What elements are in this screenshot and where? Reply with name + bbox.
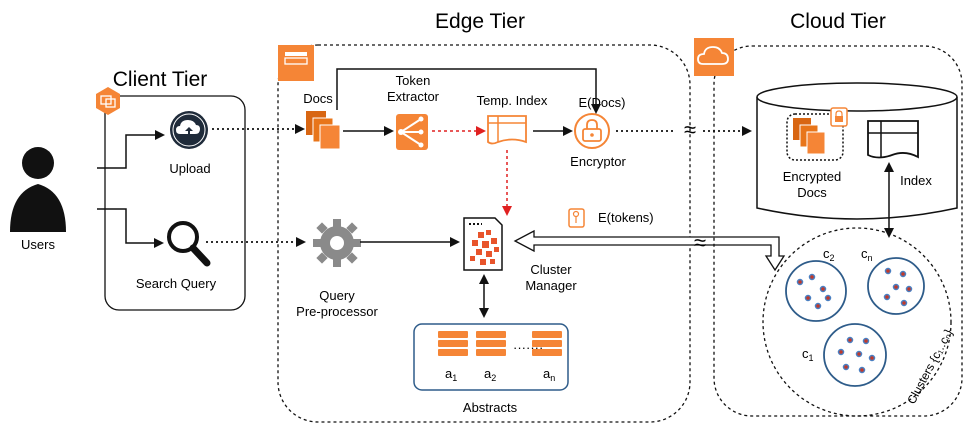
edge-server-icon bbox=[278, 45, 314, 81]
token-extractor-label-1: Token bbox=[396, 73, 431, 88]
clusters-label: Clusters {c₁..cₙ} bbox=[904, 327, 955, 407]
upload-label: Upload bbox=[169, 161, 210, 176]
clusters-circle bbox=[762, 227, 952, 417]
abstract-an-label: an bbox=[543, 366, 555, 383]
encryptor-label: Encryptor bbox=[570, 154, 626, 169]
arrow-users-search bbox=[97, 208, 164, 248]
arrow-docs-encryptor bbox=[336, 68, 601, 114]
docs-icon bbox=[306, 111, 341, 150]
approx-top: ≈ bbox=[684, 117, 696, 142]
encrypted-docs-label-1: Encrypted bbox=[783, 169, 842, 184]
key-icon bbox=[568, 208, 585, 228]
abstract-a1-icon bbox=[438, 331, 468, 356]
lock-icon bbox=[830, 107, 848, 127]
approx-bottom: ≈ bbox=[694, 230, 706, 255]
cluster-c2 bbox=[785, 260, 847, 322]
e-tokens-label: E(tokens) bbox=[598, 210, 654, 225]
encrypted-docs-icon bbox=[793, 118, 826, 155]
token-extractor-icon bbox=[396, 114, 428, 150]
abstract-dots: ······· bbox=[513, 340, 543, 355]
cluster-manager-label-1: Cluster bbox=[530, 262, 572, 277]
encryptor-lock-icon bbox=[574, 113, 610, 149]
users-icon bbox=[10, 147, 66, 232]
query-preprocessor-label-1: Query bbox=[319, 288, 355, 303]
cluster-c2-label: c2 bbox=[823, 246, 835, 263]
query-preprocessor-label-2: Pre-processor bbox=[296, 304, 378, 319]
token-extractor-label-2: Extractor bbox=[387, 89, 440, 104]
search-icon bbox=[167, 221, 211, 267]
abstract-an-icon bbox=[532, 331, 562, 356]
cluster-cn bbox=[867, 257, 925, 315]
encrypted-docs-label-2: Docs bbox=[797, 185, 827, 200]
e-docs-label: E(Docs) bbox=[579, 95, 626, 110]
cloud-tier-box bbox=[713, 45, 963, 417]
index-table-icon bbox=[867, 120, 919, 159]
arrow-users-upload bbox=[97, 130, 165, 169]
cluster-c1-label: c1 bbox=[802, 346, 814, 363]
arrow-cloud-cluster-manager bbox=[513, 229, 786, 272]
edge-tier-box bbox=[277, 44, 691, 423]
abstract-a2-icon bbox=[476, 331, 506, 356]
edge-tier: Edge Tier Docs Token Extractor Temp. Ind… bbox=[206, 10, 691, 423]
client-tier: Client Tier Upload Search Query bbox=[96, 68, 246, 311]
temp-index-label: Temp. Index bbox=[477, 93, 548, 108]
abstract-a1-label: a1 bbox=[445, 366, 457, 383]
temp-index-icon bbox=[487, 115, 527, 145]
index-label: Index bbox=[900, 173, 932, 188]
search-query-label: Search Query bbox=[136, 276, 217, 291]
abstracts-label: Abstracts bbox=[463, 400, 518, 415]
cloud-icon bbox=[694, 38, 734, 76]
edge-tier-title: Edge Tier bbox=[435, 10, 525, 33]
abstract-a2-label: a2 bbox=[484, 366, 496, 383]
cluster-manager-icon bbox=[463, 217, 503, 271]
docs-label: Docs bbox=[303, 91, 333, 106]
client-device-icon bbox=[96, 87, 120, 115]
cluster-points bbox=[796, 267, 913, 374]
gear-icon bbox=[313, 219, 361, 267]
cluster-manager-label-2: Manager bbox=[525, 278, 577, 293]
client-tier-title: Client Tier bbox=[113, 68, 208, 91]
cloud-tier: Cloud Tier Encrypted Docs bbox=[694, 10, 963, 417]
upload-icon bbox=[170, 111, 208, 149]
cluster-c1 bbox=[823, 323, 887, 387]
cluster-cn-label: cn bbox=[861, 246, 873, 263]
cloud-tier-title: Cloud Tier bbox=[790, 10, 886, 33]
users-label: Users bbox=[21, 237, 55, 252]
encrypted-docs-box bbox=[786, 113, 844, 161]
client-tier-box bbox=[104, 95, 246, 311]
